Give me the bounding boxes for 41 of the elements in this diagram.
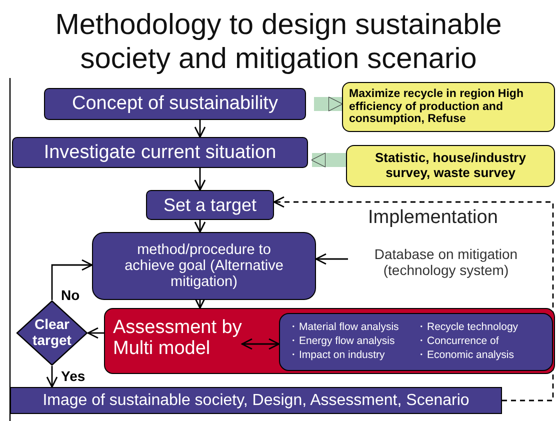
node-label: Maximize recycle in region High efficiency of production and consumption, Refuse	[348, 88, 524, 126]
process-box	[10, 387, 502, 414]
arrow	[46, 366, 58, 388]
arrow	[241, 338, 280, 350]
list-item: ・Material flow analysis	[288, 322, 400, 334]
arrow	[194, 168, 206, 191]
arrow	[194, 220, 206, 233]
block-arrow	[311, 152, 346, 168]
decision-diamond	[16, 300, 88, 366]
note-text: Database on mitigation (technology system)	[373, 247, 519, 279]
block-arrow	[314, 96, 343, 112]
list-item: ・Economic analysis	[416, 350, 515, 362]
process-box	[12, 137, 308, 168]
node-label: Clear target	[32, 317, 72, 349]
process-box	[44, 88, 306, 120]
node-label: Investigate current situation	[42, 142, 278, 164]
arrow	[194, 297, 206, 309]
process-box	[92, 232, 316, 300]
arrow	[315, 253, 348, 265]
arrow	[194, 120, 206, 138]
model-list-box	[279, 313, 553, 371]
list-item: ・Impact on industry	[288, 350, 386, 362]
node-label: method/procedure to achieve goal (Alternative mitigation)	[124, 242, 284, 290]
panel-title: Assessment by Multi model	[113, 317, 243, 360]
list-item: ・Concurrence of	[416, 336, 500, 348]
process-box	[146, 190, 274, 220]
node-label: Concept of sustainability	[71, 93, 279, 115]
section-label: Implementation	[368, 207, 498, 229]
assessment-panel	[104, 308, 555, 374]
note-box	[346, 145, 555, 187]
node-label: Image of sustainable society, Design, Assessment, Scenario	[42, 392, 470, 410]
node-label: Statistic, house/industry survey, waste survey	[374, 151, 527, 181]
arrow	[87, 327, 104, 339]
edge-label: Yes	[60, 368, 86, 384]
edge-label: No	[60, 287, 81, 303]
title: Methodology to design sustainable society and mitigation scenario	[54, 8, 503, 76]
list-item: ・Recycle technology	[416, 322, 520, 334]
arrow	[51, 259, 93, 300]
node-label: Set a target	[162, 194, 258, 216]
note-box	[342, 82, 555, 132]
list-item: ・Energy flow analysis	[288, 336, 396, 348]
